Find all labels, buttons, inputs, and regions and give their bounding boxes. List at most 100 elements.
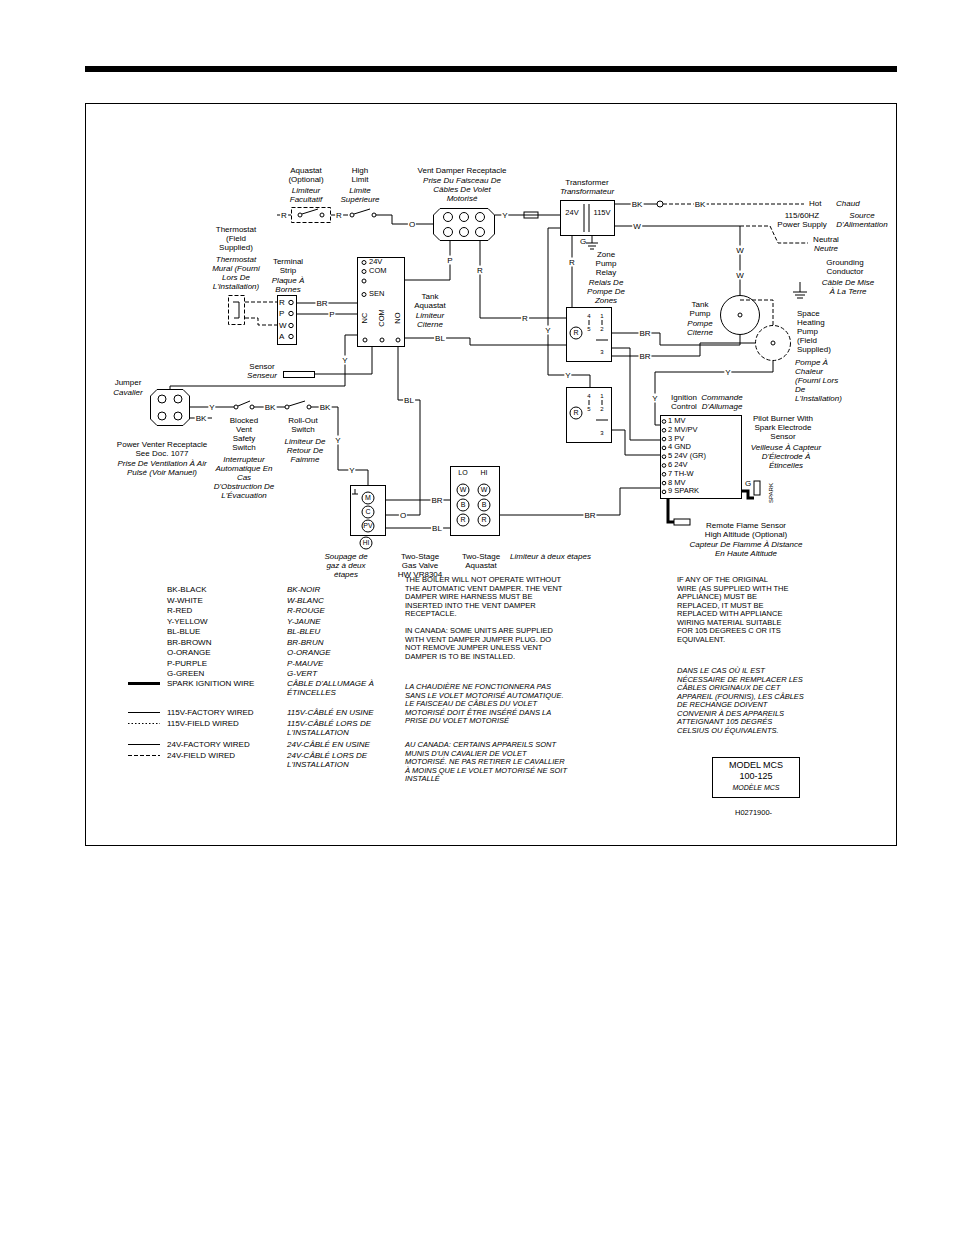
diagram-label: Y-YELLOW	[167, 617, 208, 626]
diagram-label: BL	[434, 334, 446, 343]
spark-wire	[742, 491, 754, 498]
diagram-label: R-RED	[167, 606, 192, 615]
terminal-circle	[289, 311, 293, 315]
diagram-label: Y-JAUNE	[287, 617, 321, 626]
box-border	[351, 486, 386, 536]
terminal-circle	[320, 213, 324, 217]
node-label: Soupage de gaz à deux étapes	[323, 552, 369, 579]
wire-line	[586, 243, 598, 244]
node-label: HI	[363, 539, 370, 547]
diagram-label: SPARK	[768, 483, 775, 503]
wire-connector	[615, 226, 740, 295]
receptacle-outline	[151, 390, 190, 426]
diagram-label: P-PURPLE	[167, 659, 207, 668]
node-label: Limiteur Citerne	[410, 311, 450, 329]
node-label: Space Heating Pump (Field Supplied)	[797, 309, 833, 354]
diagram-label: Y	[724, 368, 731, 377]
diagram-label: BR-BRUN	[287, 638, 323, 647]
node-label: Thermostat Mural (Fourni Lors De L'insta…	[207, 255, 265, 291]
node-label: M	[365, 494, 371, 502]
two-stage-aquastat: LOHIWWBBRRTwo-Stage AquastatLimiteur à d…	[450, 466, 500, 536]
legend-entry: SPARK IGNITION WIRE	[126, 679, 276, 688]
box-border	[661, 416, 742, 499]
legend-line	[128, 712, 160, 713]
diagram-label: W	[632, 222, 642, 231]
node-label: R	[573, 409, 578, 417]
pump-circle	[756, 326, 791, 361]
node-label: R	[481, 516, 486, 524]
diagram-label: BK	[319, 403, 332, 412]
terminal-circle	[460, 213, 469, 222]
diagram-label: Interrupteur Automatique En Cas D'Obstru…	[213, 455, 275, 500]
wire-connector	[170, 335, 357, 389]
wire-line	[602, 400, 603, 405]
model-box: MODEL MCS100-125MODÈLE MCS	[712, 757, 800, 798]
node-label: 1	[600, 393, 603, 400]
terminal-circle	[362, 492, 374, 504]
diagram-label: Neutre	[814, 244, 838, 253]
node-label: Limiteur Facultatif	[281, 186, 331, 204]
wire-line	[797, 298, 803, 299]
wire-line	[592, 236, 593, 243]
box-border	[713, 758, 800, 798]
terminal-circle	[457, 499, 469, 511]
node-label: Tank Pump	[685, 300, 715, 318]
node-label: 8 MV	[668, 479, 686, 488]
wire-line	[800, 282, 801, 292]
diagram-label: Y	[501, 211, 508, 220]
terminal-circle	[457, 484, 469, 496]
diagram-label: BK-BLACK	[167, 585, 207, 594]
legend-entry: 24V-FACTORY WIRED	[126, 740, 276, 749]
diagram-label: 24V-CÂBLÉ EN USINE	[287, 740, 370, 749]
terminal-circle	[362, 279, 366, 283]
diagram-label: AU CANADA: CERTAINS APPAREILS SONT MUNIS…	[405, 741, 567, 784]
terminal-circle	[478, 499, 490, 511]
terminal-circle	[457, 514, 469, 526]
wire-connector	[480, 241, 566, 318]
receptacle-outline	[434, 209, 495, 241]
node-label: Zone Pump Relay	[588, 250, 624, 277]
legend-text: 24V-FACTORY WIRED	[167, 740, 250, 749]
wire-line	[602, 320, 603, 325]
terminal-circle	[662, 420, 666, 424]
header-bar	[85, 66, 897, 72]
legend-sample	[126, 708, 162, 717]
ignition-control: Ignition ControlCommande D'Allumage1 MV2…	[660, 415, 742, 499]
diagram-label: G	[745, 479, 751, 488]
node-label: Tank Aquastat	[410, 292, 450, 310]
diagram-label: W	[735, 271, 745, 280]
node-label: HI	[481, 469, 488, 477]
wire-connector	[612, 430, 660, 455]
node-outline	[755, 325, 791, 361]
wire-connector	[612, 343, 755, 356]
diagram-label: R-ROUGE	[287, 606, 325, 615]
node-label: 2	[600, 406, 603, 413]
diagram-label: 115V-CÂBLÉ EN USINE	[287, 708, 374, 717]
wire-line	[245, 302, 277, 303]
node-label: Aquastat (Optional)	[281, 166, 331, 184]
node-label: 5 24V (GR)	[668, 452, 706, 461]
node-label: 4	[587, 393, 590, 400]
terminal-circle	[174, 395, 182, 403]
node-label: A	[279, 332, 284, 341]
terminal-circle	[662, 437, 666, 441]
node-label: Jumper	[115, 378, 142, 387]
node-label: 3	[600, 430, 603, 437]
node-label: Ignition Control	[666, 393, 702, 411]
legend-text: 24V-FIELD WIRED	[167, 751, 235, 760]
diagram-label: IF ANY OF THE ORIGINAL WIRE (AS SUPPLIED…	[677, 576, 789, 644]
diagram-label: Y	[348, 466, 355, 475]
outline-frame	[754, 481, 760, 495]
node-label: SEN	[369, 290, 384, 299]
diagram-label: BL-BLEU	[287, 627, 320, 636]
terminal-circle	[289, 334, 293, 338]
wire-line	[590, 249, 594, 250]
node-label: Two-Stage Aquastat	[459, 552, 503, 570]
terminal-circle	[360, 537, 372, 549]
tank-pump: Tank PumpPompe Citerne	[720, 295, 760, 335]
wire-line	[795, 295, 805, 296]
legend-sample	[126, 679, 162, 688]
node-label: LO	[458, 469, 467, 477]
node-label: Senseur	[247, 371, 277, 380]
diagram-label: O-ORANGE	[287, 648, 331, 657]
